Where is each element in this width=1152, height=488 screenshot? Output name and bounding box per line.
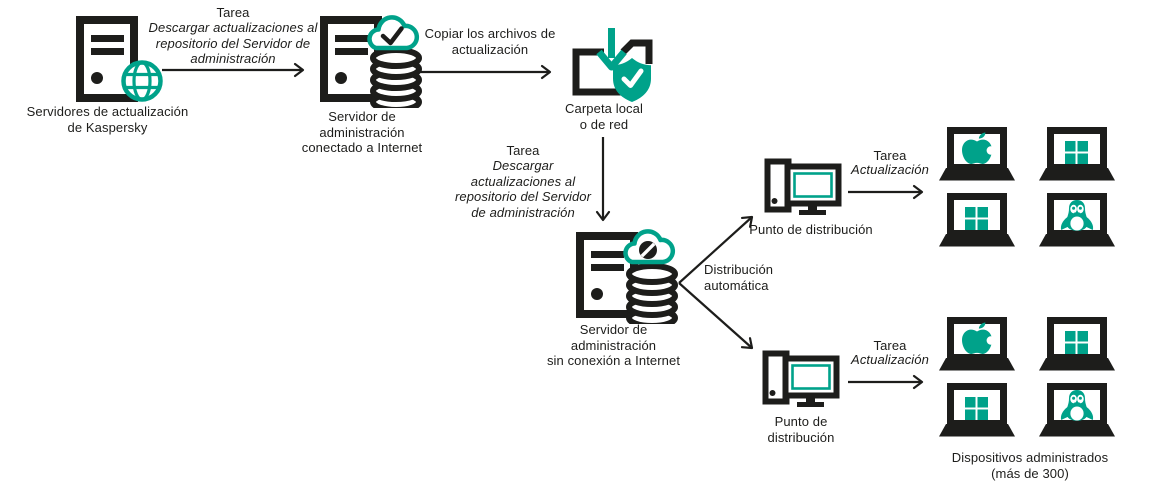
distribution-point-bottom-icon: [762, 350, 840, 410]
task-download-online-detail: Descargar actualizaciones al repositorio…: [148, 20, 318, 66]
label-distribution-point-bottom: Punto de distribución: [767, 414, 835, 445]
shield-check-icon: [613, 58, 651, 102]
copy-files-label: Copiar los archivos de actualización: [424, 26, 556, 57]
label-admin-server-online: Servidor de administración conectado a I…: [301, 109, 423, 155]
label-kaspersky-update-servers: Servidores de actualización de Kaspersky: [26, 104, 189, 135]
globe-icon: [121, 60, 163, 102]
task-update-bottom-title: Tarea: [873, 338, 907, 353]
arrow-distribution-top: [678, 215, 754, 284]
task-update-bottom-detail: Actualización: [851, 352, 929, 367]
laptop-linux-icon: [1038, 193, 1116, 249]
laptop-apple-icon: [938, 317, 1016, 373]
database-icon: [373, 50, 419, 108]
task-update-top-detail: Actualización: [851, 162, 929, 177]
laptop-windows-icon: [1038, 127, 1116, 183]
desktop-icon: [768, 162, 839, 216]
label-local-folder: Carpeta local o de red: [565, 101, 643, 132]
task-download-offline-detail: Descargar actualizaciones al repositorio…: [454, 158, 592, 220]
laptop-windows-icon: [938, 383, 1016, 439]
laptop-windows-icon: [1038, 317, 1116, 373]
admin-server-online-icon: [320, 14, 422, 108]
local-folder-icon: [572, 28, 653, 102]
desktop-icon: [766, 354, 837, 408]
folder-icon: [572, 39, 653, 96]
arrow-distribution-bottom: [678, 282, 754, 350]
database-icon: [629, 266, 675, 324]
laptop-windows-icon: [938, 193, 1016, 249]
admin-server-offline-icon: [576, 228, 678, 324]
label-admin-server-offline: Servidor de administración sin conexión …: [546, 322, 681, 368]
auto-distribution-label: Distribución automática: [704, 262, 774, 293]
task-download-online-title: Tarea: [216, 5, 250, 20]
cloud-offline-icon: [626, 231, 673, 262]
laptop-apple-icon: [938, 127, 1016, 183]
cloud-check-icon: [370, 17, 417, 48]
kaspersky-update-server-icon: [76, 14, 163, 106]
task-download-offline-title: Tarea: [506, 143, 540, 158]
task-update-top-title: Tarea: [873, 148, 907, 163]
download-arrow-icon: [596, 28, 627, 71]
distribution-point-top-icon: [764, 158, 842, 218]
label-managed-devices: Dispositivos administrados (más de 300): [951, 450, 1109, 481]
laptop-linux-icon: [1038, 383, 1116, 439]
label-distribution-point-top: Punto de distribución: [749, 222, 873, 237]
